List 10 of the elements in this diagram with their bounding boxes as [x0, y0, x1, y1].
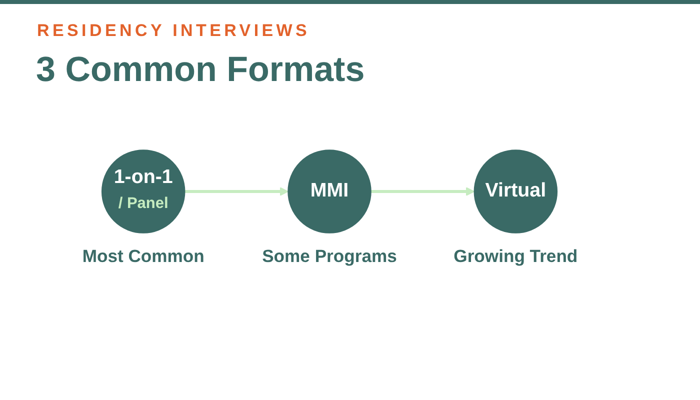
circle-caption: Growing Trend — [454, 246, 578, 266]
section-label: RESIDENCY INTERVIEWS — [37, 21, 310, 41]
circle-caption: Most Common — [82, 246, 204, 266]
circle-caption: Some Programs — [262, 246, 397, 266]
arrow — [370, 186, 475, 196]
arrow — [184, 186, 289, 196]
title: 3 Common Formats — [36, 50, 365, 90]
node-circle: Virtual — [474, 150, 558, 234]
node-circle: MMI — [288, 150, 372, 234]
node-circle: 1-on-1 / Panel — [101, 150, 186, 234]
